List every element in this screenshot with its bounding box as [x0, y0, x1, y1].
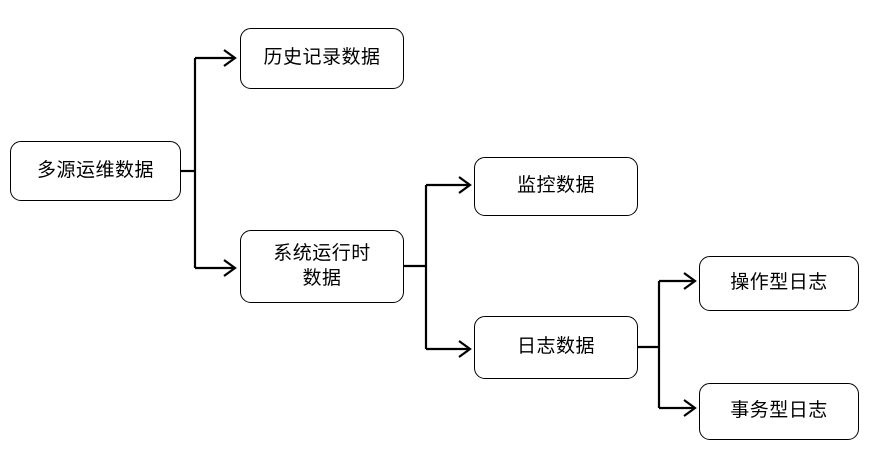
node-root-label: 多源运维数据 [36, 159, 154, 181]
node-monitoring-data[interactable]: 监控数据 [474, 157, 638, 216]
arrowhead-to-txlog [683, 399, 697, 417]
node-root[interactable]: 多源运维数据 [10, 141, 181, 201]
arrowhead-to-rt [223, 259, 237, 277]
arrowhead-to-oplog [683, 272, 697, 290]
node-system-runtime-data-label: 系统运行时 数据 [273, 243, 371, 289]
node-historical-data[interactable]: 历史记录数据 [240, 28, 404, 89]
node-operational-log[interactable]: 操作型日志 [699, 256, 859, 311]
node-historical-data-label: 历史记录数据 [263, 47, 381, 69]
node-monitoring-data-label: 监控数据 [516, 175, 595, 197]
node-operational-log-label: 操作型日志 [730, 272, 828, 294]
node-system-runtime-data[interactable]: 系统运行时 数据 [240, 230, 404, 303]
node-transaction-log[interactable]: 事务型日志 [699, 383, 859, 440]
node-log-data[interactable]: 日志数据 [474, 316, 638, 379]
arrowhead-to-log [458, 340, 472, 358]
node-log-data-label: 日志数据 [516, 336, 595, 358]
arrowhead-to-hist [223, 49, 237, 67]
node-transaction-log-label: 事务型日志 [730, 400, 828, 422]
arrowhead-to-mon [458, 176, 472, 194]
